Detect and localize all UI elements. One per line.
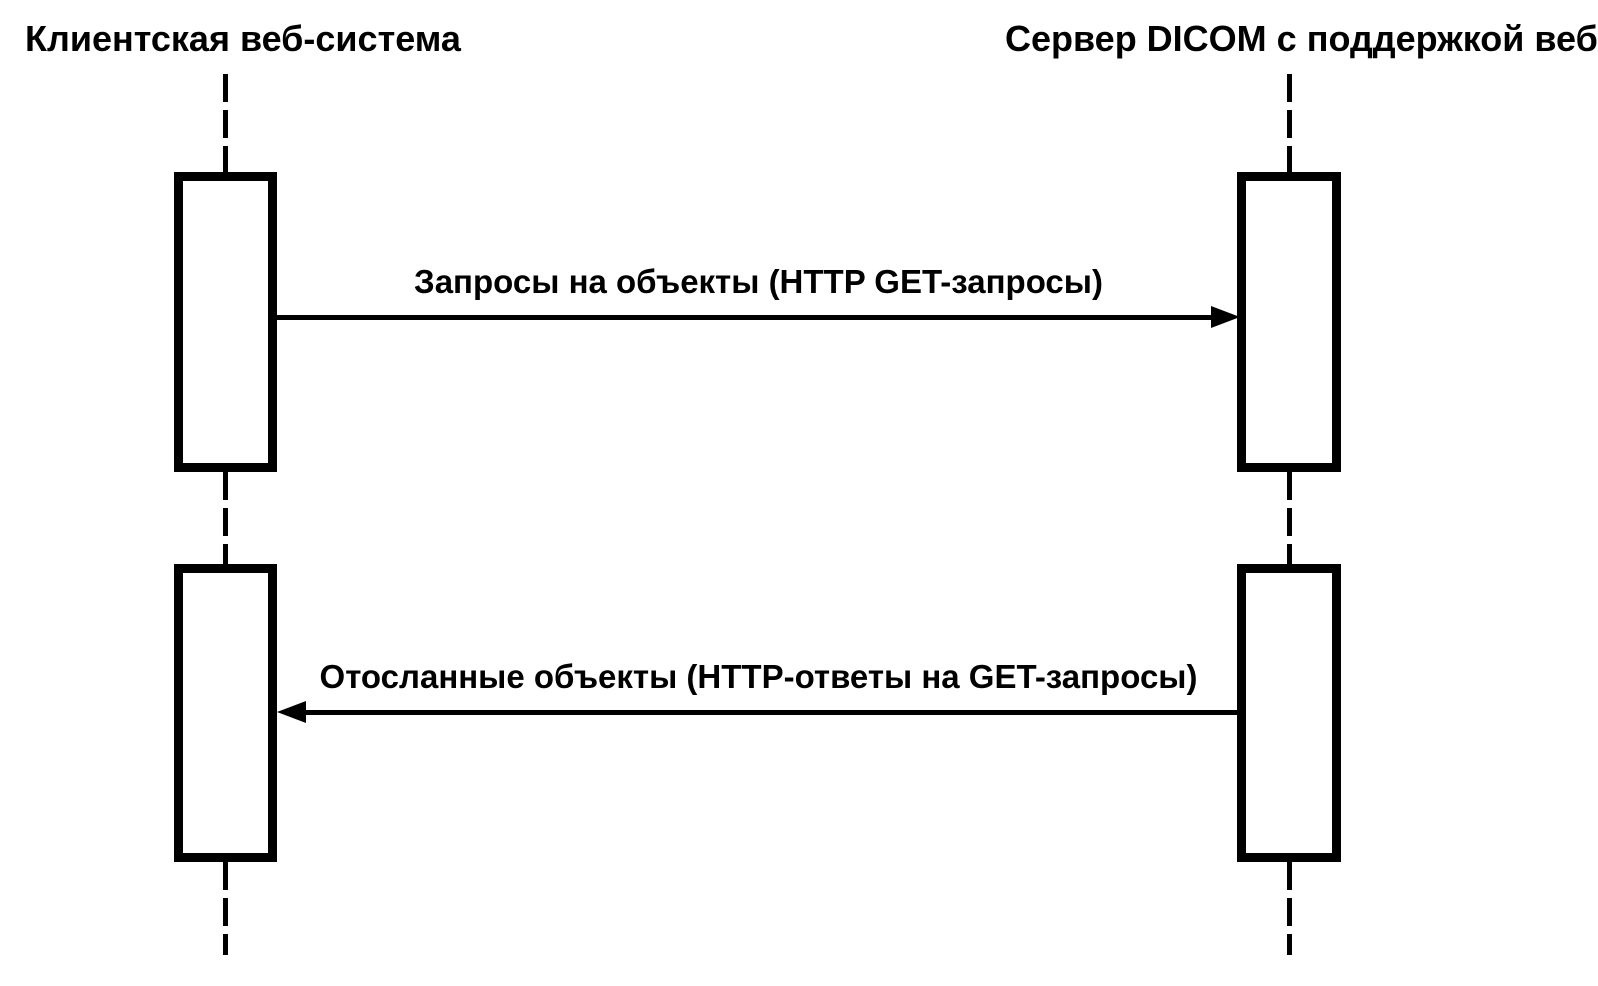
actor-label-client-web-system: Клиентская веб-система xyxy=(25,18,461,59)
server-lifeline-segment-bottom xyxy=(1287,862,1292,955)
arrowhead-left-icon xyxy=(277,701,306,723)
client-lifeline-segment-middle xyxy=(223,472,228,564)
server-lifeline-segment-top xyxy=(1287,74,1292,172)
message-1-label: Запросы на объекты (HTTP GET-запросы) xyxy=(414,263,1103,300)
actor-label-dicom-web-server: Сервер DICOM с поддержкой веб xyxy=(1005,18,1598,59)
client-activation-box-2 xyxy=(174,564,277,862)
server-activation-box-2 xyxy=(1237,564,1341,862)
server-activation-box-1 xyxy=(1237,172,1341,472)
client-lifeline-segment-top xyxy=(223,74,228,172)
message-2-line xyxy=(306,710,1237,715)
client-lifeline-segment-bottom xyxy=(223,862,228,955)
arrowhead-right-icon xyxy=(1211,306,1240,328)
client-activation-box-1 xyxy=(174,172,277,472)
message-2-label: Отосланные объекты (HTTP-ответы на GET-з… xyxy=(319,658,1198,695)
message-1-line xyxy=(277,315,1212,320)
server-lifeline-segment-middle xyxy=(1287,472,1292,564)
